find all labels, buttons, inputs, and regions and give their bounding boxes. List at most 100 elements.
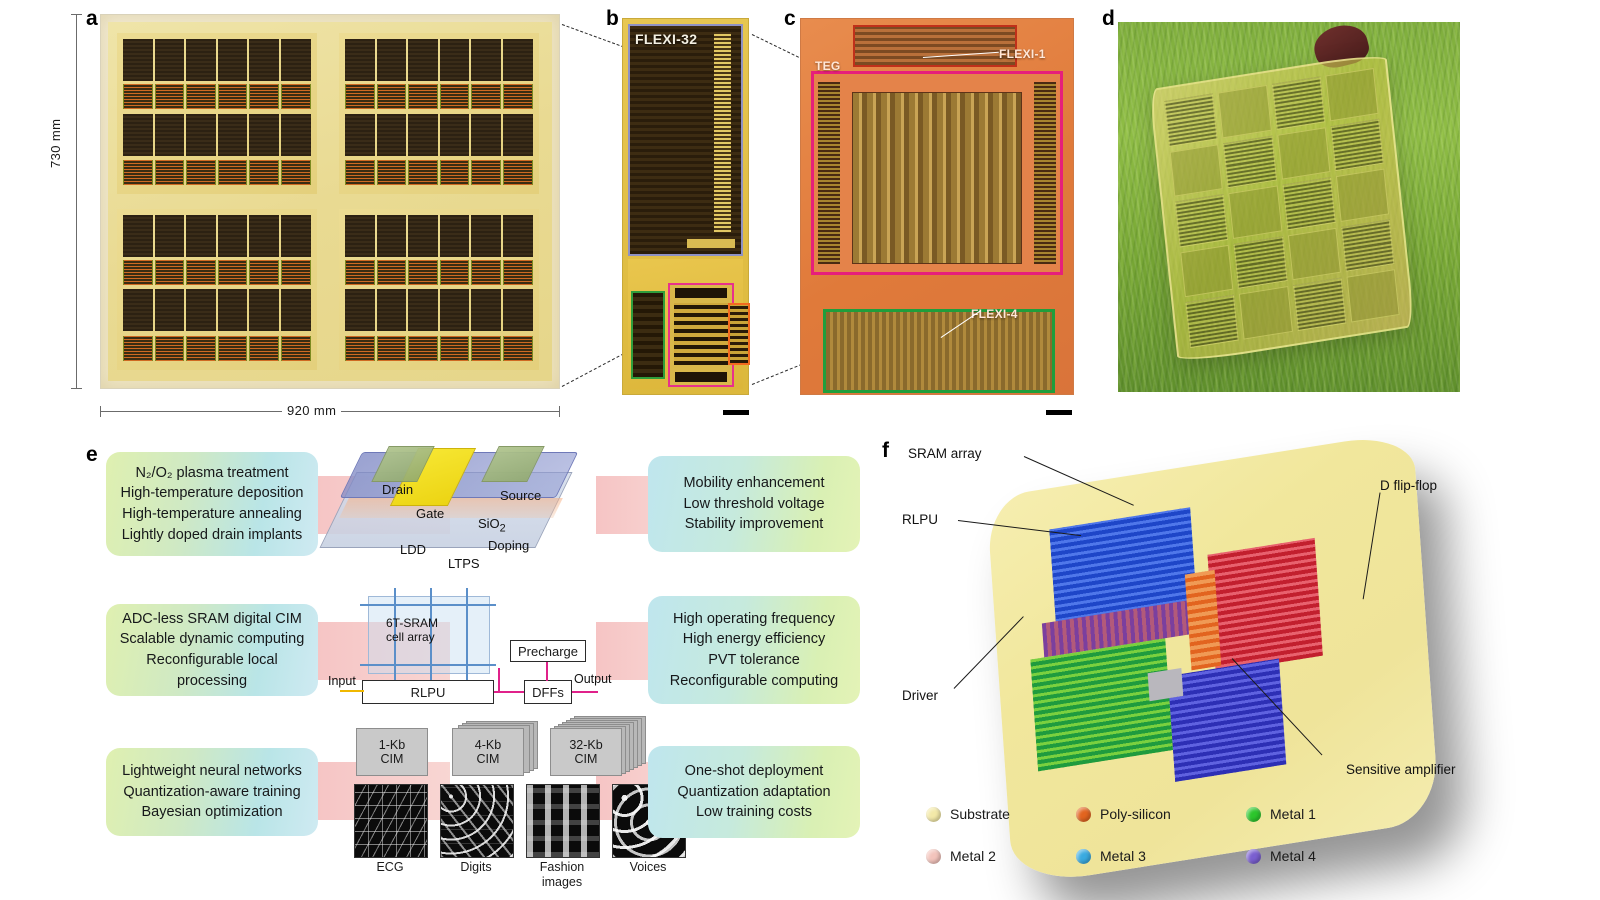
step-line: High-temperature deposition (120, 485, 304, 502)
cim-size-label: 4-Kb (474, 737, 502, 752)
step-line: ADC-less SRAM digital CIM (122, 610, 302, 627)
panel-a-width-label: 920 mm (282, 403, 342, 418)
cim-4kb-face: 4-Kb CIM (452, 728, 524, 776)
sio2-label: SiO2 (478, 516, 506, 535)
orange-highlight-box (728, 303, 750, 365)
flexi32-chip-label: FLEXI-32 (635, 31, 698, 47)
legend-item-poly-silicon: Poly-silicon (1076, 806, 1246, 822)
ltps-label: LTPS (448, 556, 480, 571)
legend-label: Substrate (950, 806, 1010, 822)
panel-d-photo (1118, 22, 1460, 392)
panel-b-label: b (606, 7, 619, 30)
legend-item-metal-2: Metal 2 (926, 848, 1076, 864)
cim-size-label: 1-Kb (378, 737, 406, 752)
wafer-quadrant (116, 208, 317, 371)
outcome-line: Stability improvement (684, 516, 824, 533)
flexi32-memory-array (628, 24, 743, 256)
cim-type-label: CIM (380, 752, 404, 766)
process-outcome-right-2: High operating frequency High energy eff… (648, 596, 860, 704)
green-highlight-box (631, 291, 665, 379)
flexi4-region (823, 309, 1055, 393)
metal3-swatch (1076, 848, 1091, 864)
dimension-cap (71, 388, 82, 389)
outcome-line: PVT tolerance (708, 652, 800, 668)
flexible-chip-foil (1149, 51, 1415, 365)
dimension-cap (71, 14, 82, 15)
legend-label: Metal 3 (1100, 848, 1146, 864)
precharge-block: Precharge (510, 640, 586, 662)
panel-f-label: f (882, 439, 889, 462)
wafer-quadrant (116, 32, 317, 195)
panel-b-image: FLEXI-32 (622, 18, 750, 395)
driver-block (1030, 638, 1174, 772)
wafer-quadrant (338, 208, 539, 371)
dataset-label-voices: Voices (629, 860, 667, 874)
dffs-block: DFFs (524, 680, 572, 704)
flexi1-label: FLEXI-1 (999, 47, 1046, 61)
legend-label: Metal 4 (1270, 848, 1316, 864)
callout-sensitive-amplifier: Sensitive amplifier (1346, 762, 1456, 777)
step-line: N₂/O₂ plasma treatment (135, 464, 289, 481)
step-line: Reconfigurable local processing (146, 652, 278, 689)
sram-array-label-line1: 6T-SRAM (386, 616, 439, 630)
panel-e-process-flow: N₂/O₂ plasma treatment High-temperature … (88, 440, 878, 889)
callout-rlpu: RLPU (902, 512, 939, 527)
outcome-line: Reconfigurable computing (669, 672, 839, 689)
drain-label: Drain (382, 482, 414, 497)
wafer-quadrant (338, 32, 539, 195)
doping-label: Doping (488, 538, 530, 553)
legend-item-metal-3: Metal 3 (1076, 848, 1246, 864)
zoom-connector-line (751, 34, 799, 58)
dimension-cap (100, 406, 101, 417)
panel-a-label: a (86, 7, 98, 30)
step-line: Scalable dynamic computing (119, 631, 305, 648)
zoom-connector-line (561, 353, 625, 387)
dimension-cap (559, 406, 560, 417)
sram-cell-array-box (368, 596, 490, 674)
ltps-transistor-diagram: Drain Gate Source SiO2 LDD Doping LTPS (319, 446, 638, 571)
substrate-swatch (926, 806, 941, 822)
outcome-line: High operating frequency (672, 610, 836, 627)
process-outcome-right-1: Mobility enhancement Low threshold volta… (648, 456, 860, 552)
dataset-thumb-digits (440, 784, 514, 858)
chip-layout-render (1022, 487, 1339, 811)
panel-a-height-label: 730 mm (48, 118, 63, 168)
flexi1-region (853, 25, 1017, 67)
outcome-line: One-shot deployment (684, 763, 824, 780)
dataset-label-ecg: ECG (376, 860, 404, 874)
rlpu-block: RLPU (362, 680, 494, 704)
dataset-thumb-ecg (354, 784, 428, 858)
step-line: High-temperature annealing (122, 506, 302, 522)
flexi4-label: FLEXI-4 (971, 307, 1018, 321)
dataset-label-fashion: Fashion images (539, 860, 585, 889)
callout-d-flip-flop: D flip-flop (1380, 478, 1438, 493)
ldd-label: LDD (400, 542, 427, 557)
outcome-line: Low training costs (695, 804, 813, 821)
process-step-left-2: ADC-less SRAM digital CIM Scalable dynam… (106, 604, 318, 696)
panel-a-image (100, 14, 560, 389)
cim-1kb-face: 1-Kb CIM (356, 728, 428, 776)
legend-label: Metal 2 (950, 848, 996, 864)
outcome-line: High energy efficiency (682, 631, 826, 648)
flexi32-logic-region (628, 259, 750, 389)
cim-type-label: CIM (476, 752, 500, 766)
poly-silicon-swatch (1076, 806, 1091, 822)
gate-label: Gate (416, 506, 445, 521)
legend-item-metal-4: Metal 4 (1246, 848, 1386, 864)
panel-f-exploded-chip: SRAM array RLPU Driver D flip-flop Sensi… (880, 430, 1600, 890)
metal2-swatch (926, 848, 941, 864)
sram-array-label-line2: cell array (386, 630, 435, 644)
outcome-line: Mobility enhancement (683, 475, 825, 492)
source-label: Source (500, 488, 542, 503)
panel-c-image: TEG FLEXI-1 FLEXI-4 (800, 18, 1074, 395)
input-label: Input (328, 674, 356, 688)
material-legend: Substrate Poly-silicon Metal 1 Metal 2 M… (926, 806, 1466, 864)
cim-size-label: 32-Kb (569, 737, 603, 752)
cim-32kb-face: 32-Kb CIM (550, 728, 622, 776)
cim-type-label: CIM (574, 752, 598, 766)
outcome-line: Quantization adaptation (677, 783, 831, 800)
pink-highlight-box (668, 283, 734, 387)
step-line: Bayesian optimization (141, 804, 283, 821)
outcome-line: Low threshold voltage (683, 495, 825, 512)
